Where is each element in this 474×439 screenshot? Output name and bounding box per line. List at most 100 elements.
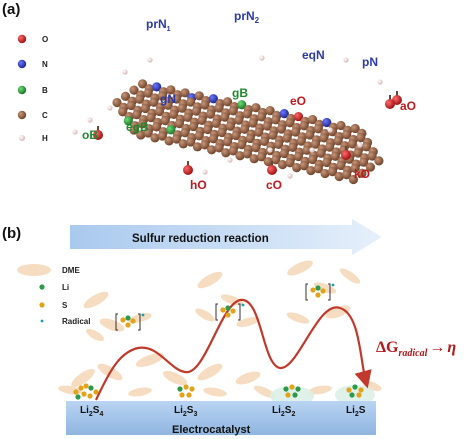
electrocatalyst-slab bbox=[66, 401, 376, 435]
carbon-atom bbox=[367, 151, 377, 161]
carbon-atom bbox=[306, 165, 316, 176]
carbon-atom bbox=[293, 151, 304, 162]
carbon-atom bbox=[342, 170, 352, 180]
carbon-atom bbox=[217, 127, 227, 138]
carbon-atom bbox=[334, 171, 344, 182]
site-label-kO: kO bbox=[354, 167, 370, 181]
intermediate-2-atom bbox=[225, 312, 231, 318]
intermediate-1-atom bbox=[130, 318, 136, 324]
carbon-atom bbox=[166, 85, 176, 95]
dme-molecule bbox=[163, 370, 187, 386]
legend-radical-label: Radical bbox=[62, 317, 90, 326]
species-labels: Li2S4 Li2S3 Li2S2 Li2S bbox=[80, 405, 366, 418]
li2s4-atom bbox=[93, 389, 99, 395]
dme-molecule bbox=[339, 268, 361, 284]
carbon-atom bbox=[120, 91, 131, 101]
carbon-atom bbox=[235, 151, 245, 161]
dme-molecule bbox=[235, 371, 261, 385]
li2s3-atom bbox=[186, 392, 192, 398]
li2s2-atom bbox=[292, 392, 298, 398]
dme-molecule bbox=[308, 385, 332, 395]
intermediate-3-bracket-right bbox=[328, 283, 331, 301]
li2s4-atom bbox=[78, 385, 84, 391]
boron-atom bbox=[166, 125, 176, 135]
carbon-atom bbox=[350, 123, 360, 134]
carbon-atom bbox=[186, 137, 196, 147]
carbon-atom bbox=[157, 91, 167, 101]
site-label-hO: hO bbox=[190, 178, 207, 192]
carbon-atom bbox=[242, 109, 253, 119]
carbon-atom bbox=[251, 103, 261, 113]
carbon-atom bbox=[299, 161, 309, 171]
hydrogen-atom bbox=[107, 105, 113, 111]
carbon-atom bbox=[299, 121, 309, 131]
carbon-atom bbox=[353, 148, 363, 158]
legend-nitrogen-dot bbox=[17, 59, 27, 69]
carbon-atom bbox=[143, 88, 153, 98]
carbon-atom bbox=[154, 106, 165, 117]
dme-molecule bbox=[287, 260, 313, 276]
carbon-atom bbox=[186, 97, 196, 107]
carbon-atom bbox=[251, 143, 261, 153]
carbon-atom bbox=[365, 162, 376, 172]
intermediate-2-atom bbox=[230, 308, 236, 314]
site-label-prN1: prN1 bbox=[146, 17, 171, 33]
carbon-atom bbox=[288, 142, 298, 152]
carbon-atom bbox=[183, 112, 193, 122]
carbon-atom bbox=[225, 121, 236, 131]
legend-s-label: S bbox=[62, 301, 68, 310]
carbon-atom bbox=[325, 142, 335, 152]
carbon-atom bbox=[129, 85, 139, 95]
legend-li-dot bbox=[39, 284, 45, 290]
srr-banner-arrow: Sulfur reduction reaction bbox=[70, 219, 382, 255]
carbon-atom bbox=[137, 79, 148, 89]
carbon-atom bbox=[220, 112, 230, 122]
panel-label-b: (b) bbox=[2, 225, 21, 242]
carbon-atom bbox=[322, 157, 332, 168]
carbon-atom bbox=[143, 128, 153, 138]
hydrogen-atom bbox=[343, 57, 349, 63]
carbon-atom bbox=[249, 154, 259, 164]
intermediate-1-atom bbox=[120, 317, 126, 323]
oxygen-atom bbox=[183, 165, 193, 175]
li2s-atom bbox=[346, 387, 352, 393]
site-label-oB: oB bbox=[82, 128, 98, 142]
intermediate-2-radical-dot bbox=[241, 303, 245, 307]
li2s-atom bbox=[349, 392, 355, 398]
carbon-atom bbox=[262, 121, 272, 131]
carbon-atom bbox=[160, 116, 170, 126]
carbon-atom bbox=[222, 137, 233, 147]
site-labels: prN1 prN2 eqN pN gN gB eO aO oB egB hO c… bbox=[82, 9, 416, 192]
carbon-atom bbox=[149, 97, 159, 107]
li2s4-atom bbox=[87, 393, 93, 399]
carbon-atom bbox=[239, 124, 250, 134]
carbon-atom bbox=[285, 158, 295, 168]
nitrogen-atom bbox=[152, 82, 162, 92]
site-label-gB: gB bbox=[232, 86, 248, 100]
carbon-atom bbox=[256, 152, 267, 162]
carbon-atom bbox=[191, 106, 201, 116]
carbon-atom bbox=[129, 125, 139, 135]
species-li2s2: Li2S2 bbox=[272, 405, 295, 418]
li2s3-atom bbox=[183, 384, 189, 390]
carbon-atom bbox=[214, 143, 224, 153]
li2s4-atom bbox=[73, 389, 79, 395]
hydrogen-atom bbox=[147, 57, 153, 63]
carbon-atom bbox=[356, 133, 366, 143]
li2s4-atom bbox=[75, 394, 81, 400]
carbon-atom bbox=[342, 130, 352, 140]
legend-boron-label: B bbox=[42, 86, 48, 95]
carbon-atom bbox=[256, 112, 267, 122]
carbon-atom bbox=[359, 157, 369, 167]
intermediate-3-atom bbox=[320, 288, 326, 294]
site-label-egB: egB bbox=[126, 120, 149, 134]
carbon-atom bbox=[302, 145, 312, 155]
hydrogen-atom bbox=[267, 147, 273, 153]
carbon-atom bbox=[271, 155, 281, 165]
legend-oxygen-label: O bbox=[42, 35, 48, 44]
intermediate-1-bracket-right bbox=[138, 313, 141, 331]
hydrogen-atom bbox=[227, 157, 233, 163]
carbon-atom bbox=[305, 130, 315, 140]
legend-oxygen-dot bbox=[17, 34, 27, 44]
